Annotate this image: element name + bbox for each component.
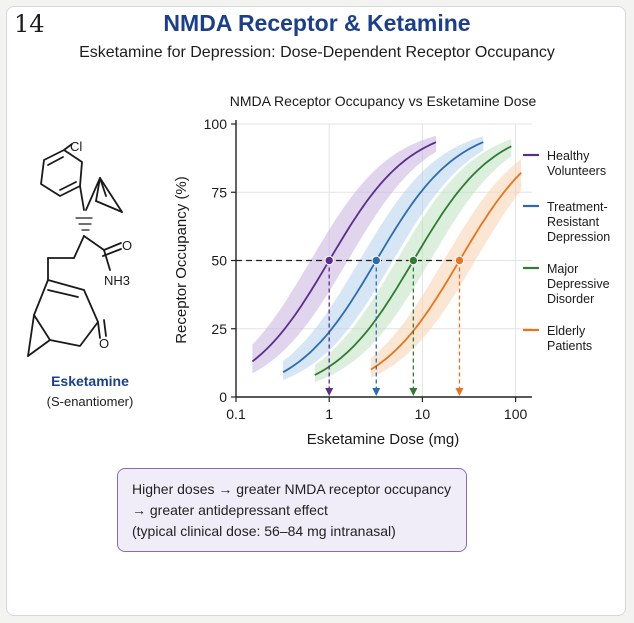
callout-line-2: → greater antidepressant effect	[132, 502, 328, 518]
ed50-marker-2	[408, 255, 419, 266]
occupancy-curve-0	[251, 141, 437, 363]
ed50-marker-1	[371, 255, 381, 266]
molecule-name: Esketamine	[51, 373, 129, 389]
callout-line-1: Higher doses → greater NMDA receptor occ…	[132, 481, 452, 497]
x-tick-label: 10	[415, 406, 431, 422]
ed50-arrow-3	[455, 388, 464, 396]
x-tick-label: 0.1	[226, 406, 246, 422]
ed50-marker-3	[454, 255, 465, 266]
ed50-marker-0	[324, 255, 334, 266]
confidence-band-3	[370, 159, 522, 378]
y-tick-label: 0	[219, 389, 227, 405]
x-tick-label: 100	[504, 406, 528, 422]
ed50-arrow-1	[372, 388, 381, 396]
y-axis-label: Receptor Occupancy (%)	[173, 176, 190, 344]
confidence-band-1	[283, 136, 484, 381]
page-title: NMDA Receptor & Ketamine	[163, 10, 471, 36]
confidence-band-0	[252, 135, 436, 374]
page-number: 14	[14, 10, 45, 38]
occupancy-curve-1	[282, 141, 484, 373]
callout-line-3: (typical clinical dose: 56–84 mg intrana…	[132, 523, 396, 539]
page-subtitle: Esketamine for Depression: Dose-Dependen…	[79, 44, 555, 61]
x-tick-label: 1	[325, 406, 333, 422]
y-tick-label: 75	[211, 184, 227, 200]
chart-title: NMDA Receptor Occupancy vs Esketamine Do…	[230, 93, 537, 109]
y-tick-label: 50	[211, 253, 227, 269]
ed50-arrow-2	[409, 388, 418, 396]
occupancy-curve-3	[370, 172, 522, 371]
ed50-arrow-0	[325, 388, 334, 396]
y-tick-label: 100	[204, 116, 228, 132]
x-axis-label: Esketamine Dose (mg)	[307, 431, 460, 448]
y-tick-label: 25	[211, 321, 227, 337]
dose-effect-callout: Higher doses → greater NMDA receptor occ…	[117, 468, 467, 552]
molecule-enantiomer: (S-enantiomer)	[46, 394, 134, 409]
